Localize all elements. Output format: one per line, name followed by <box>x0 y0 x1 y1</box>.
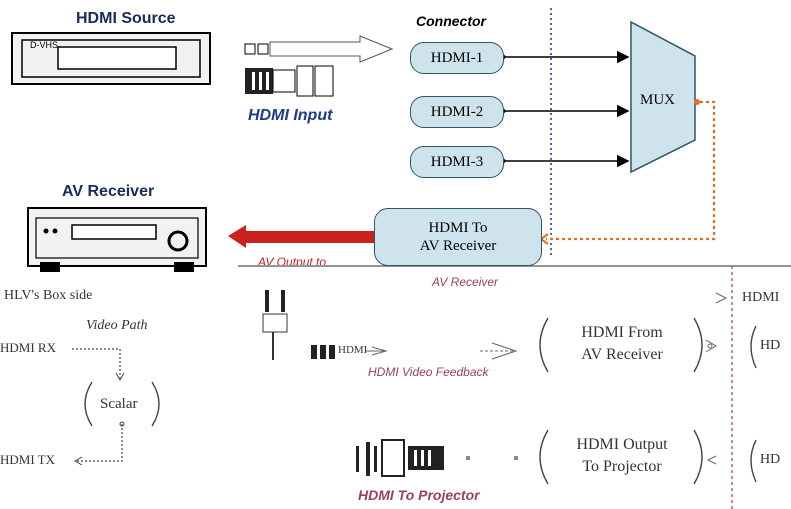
hdmi-input-label: HDMI Input <box>248 107 333 124</box>
connector-hdmi-1: HDMI-1 <box>410 42 504 74</box>
hdmi-input-cable-icon <box>244 35 394 97</box>
hdmi-rx-label: HDMI RX <box>0 340 56 355</box>
av-output-label: AV Output to <box>258 255 327 265</box>
video-feedback-label: HDMI Video Feedback <box>368 365 489 379</box>
mux-label: MUX <box>640 92 676 108</box>
hdmi-to-projector-label: HDMI To Projector <box>358 487 480 503</box>
scalar-label: Scalar <box>100 396 138 412</box>
feedback-plug-icon <box>311 345 335 359</box>
connector-hdmi-3: HDMI-3 <box>410 146 504 178</box>
mux-block <box>630 20 696 174</box>
connector-hdmi-2: HDMI-2 <box>410 96 504 128</box>
hdmi-to-av-receiver-line2: AV Receiver <box>419 238 497 254</box>
hdmi-source-title: HDMI Source <box>76 10 176 27</box>
right-top-label: HDMI <box>742 290 780 305</box>
box-side-label: HLV's Box side <box>4 288 93 303</box>
projector-cable-icon <box>356 439 518 477</box>
hdmi-from-av-receiver-line1: HDMI From <box>581 324 663 341</box>
hdmi-output-projector-line1: HDMI Output <box>576 436 668 453</box>
feedback-hdmi-label: HDMI <box>338 344 368 356</box>
hdmi-from-av-receiver-line2: AV Receiver <box>581 346 663 364</box>
av-output-arrow <box>228 225 376 248</box>
right-connectors <box>705 292 757 483</box>
hdmi-from-av-receiver-block: HDMI From AV Receiver <box>562 322 682 367</box>
av-receiver-italic-label: AV Receiver <box>432 275 499 289</box>
connector-title: Connector <box>416 13 486 29</box>
lower-cable-icon <box>262 290 288 360</box>
av-receiver-title: AV Receiver <box>62 183 155 200</box>
av-receiver-device <box>27 207 207 272</box>
hdmi-output-projector-block: HDMI Output To Projector <box>562 434 682 479</box>
right-bottom-label: HD <box>760 452 781 467</box>
connector-lines <box>500 50 630 168</box>
source-device-label: D-VHS <box>30 40 59 50</box>
right-mid-label: HD <box>760 338 781 353</box>
video-path-label: Video Path <box>86 318 148 333</box>
hdmi-to-av-receiver-box: HDMI To AV Receiver <box>374 208 542 266</box>
hdmi-to-av-receiver-line1: HDMI To <box>428 220 488 236</box>
video-path-lines <box>72 348 125 466</box>
feedback-arrows <box>366 342 518 360</box>
hdmi-output-projector-line2: To Projector <box>582 458 662 476</box>
hdmi-tx-label: HDMI TX <box>0 452 56 467</box>
hdmi-source-device <box>11 32 211 85</box>
